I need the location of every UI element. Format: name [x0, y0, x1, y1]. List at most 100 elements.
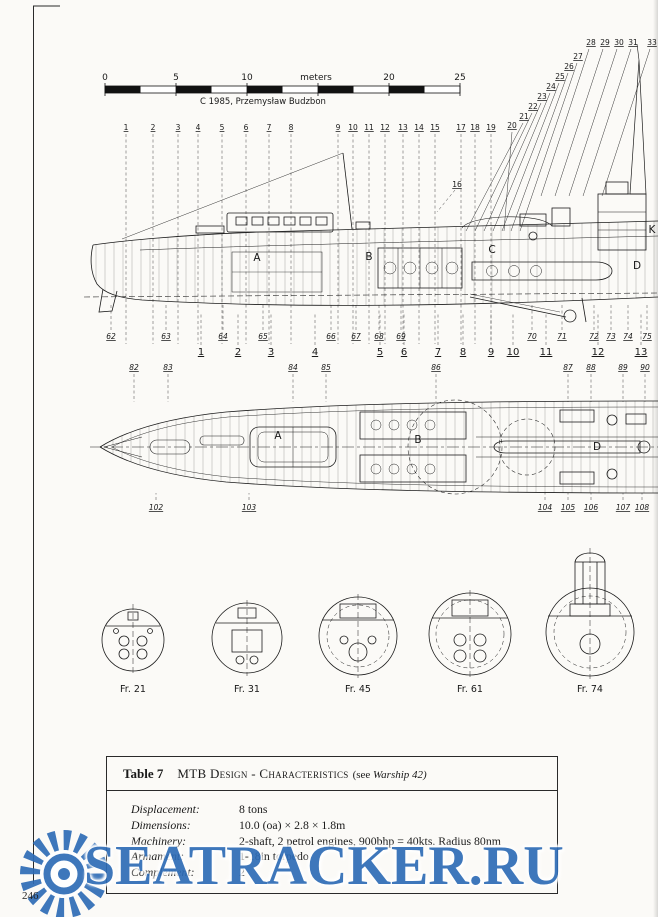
leader-line — [510, 72, 569, 232]
frame-number-label: 9 — [336, 123, 341, 132]
profile-callout-label: 71 — [557, 332, 567, 341]
propeller — [563, 309, 577, 323]
frame-number-label: 18 — [470, 123, 480, 132]
compartment-letter: A — [274, 430, 282, 442]
table-title: MTB Design - Characteristics — [177, 766, 349, 781]
frame-number-label: 27 — [573, 52, 583, 61]
rigging-leader-lines — [465, 48, 651, 232]
table-row-value: 2-shaft, 2 petrol engines, 900bhp = 40kt… — [239, 833, 501, 848]
leader-line — [540, 48, 590, 197]
profile-callout-label: 74 — [623, 332, 633, 341]
station-number-label: 1 — [198, 347, 204, 358]
table-row: Armament:1-18in torpedo — [131, 849, 543, 865]
leader-line — [501, 82, 560, 232]
compartment-letter: A — [253, 252, 261, 264]
engine-port — [359, 411, 467, 440]
cross-sections — [101, 548, 635, 679]
scan-edge-shadow — [653, 0, 658, 917]
station-number-label: 7 — [435, 347, 441, 358]
compartment-letter: B — [414, 434, 421, 446]
leader-line — [474, 112, 533, 232]
station-number-label: 9 — [488, 347, 494, 358]
rudder — [98, 288, 118, 313]
frame-number-label: 10 — [348, 123, 358, 132]
scale-tick-label: 5 — [173, 73, 179, 83]
plan-callout-label: 106 — [584, 503, 599, 512]
table-row: Machinery: 2-shaft, 2 petrol engines, 900… — [131, 834, 543, 850]
plan-callout-label: 102 — [149, 503, 164, 512]
propeller-shaft — [469, 296, 567, 318]
leader-line — [601, 48, 651, 197]
plan-callout-label: 83 — [163, 363, 173, 372]
leader-line — [503, 131, 513, 232]
frame-number-label: 15 — [430, 123, 440, 132]
frame-number-label: 14 — [414, 123, 424, 132]
plan-callout-label: 107 — [616, 503, 631, 512]
cross-section-label: Fr. 21 — [120, 684, 146, 695]
table-row-value: 10.0 (oa) × 2.8 × 1.8m — [239, 817, 346, 832]
table-row: Displacement:8 tons — [131, 802, 543, 818]
table-row-label: Dimensions: — [131, 817, 191, 832]
plan-callout-label: 85 — [321, 363, 331, 372]
table-row: Dimensions: 10.0 (oa) × 2.8 × 1.8m — [131, 818, 543, 834]
frame-number-label: 22 — [528, 102, 538, 111]
leader-line — [554, 48, 604, 197]
table-row: Complement:2 — [131, 865, 543, 881]
scale-bar — [104, 83, 461, 96]
page-number: 246 — [22, 890, 39, 902]
frame-number-label: 5 — [220, 123, 225, 132]
plan-callout-label: 104 — [538, 503, 553, 512]
table-label: Table 7 — [123, 766, 164, 781]
frame-number-label: 24 — [546, 82, 556, 91]
table-title-row: Table 7 MTB Design - Characteristics (see … — [107, 757, 557, 791]
cross-section-fr31 — [211, 600, 283, 676]
cross-section-fr74 — [545, 548, 635, 679]
plan-callout-label: 90 — [640, 363, 650, 372]
frame-number-label: 11 — [364, 123, 374, 132]
table-note-prefix: (see — [352, 769, 374, 781]
cross-section-fr45 — [318, 594, 398, 678]
torpedo — [471, 261, 613, 281]
frame-number-label: 17 — [456, 123, 466, 132]
frame-number-label: 1 — [124, 123, 129, 132]
frame-number-label: 13 — [398, 123, 408, 132]
scale-tick-label: 25 — [454, 73, 465, 83]
leader-line — [483, 102, 542, 232]
frame-number-label: 19 — [486, 123, 496, 132]
profile-callout-label: 73 — [606, 332, 616, 341]
frame-number-label: 30 — [614, 38, 624, 47]
compartment-letter: C — [488, 244, 495, 256]
torpedo-plan — [493, 440, 641, 454]
table-row-label: Displacement: — [131, 802, 200, 816]
cross-section-label: Fr. 61 — [457, 684, 483, 695]
cabin — [226, 212, 334, 233]
dashed-leader-lines — [110, 134, 648, 500]
frame-number-label: 3 — [176, 123, 181, 132]
compartment-letter: D — [593, 441, 601, 453]
station-number-label: 11 — [540, 347, 553, 358]
frame-number-label: 23 — [537, 92, 547, 101]
profile-view — [83, 43, 658, 323]
table-row-label: Complement: — [131, 865, 195, 880]
plan-callout-label: 84 — [288, 363, 298, 372]
frame-number-label: 6 — [244, 123, 249, 132]
table-title-note: (see Warship 42) — [353, 769, 427, 781]
plan-callout-label: 88 — [586, 363, 596, 372]
frame-number-label: 29 — [600, 38, 610, 47]
station-number-label: 2 — [235, 347, 241, 358]
station-number-label: 12 — [592, 347, 605, 358]
mast-callout-label: 16 — [452, 180, 462, 189]
profile-callout-label: 63 — [161, 332, 171, 341]
table-row-label: Machinery: — [131, 833, 187, 848]
frame-number-label: 26 — [564, 62, 574, 71]
plan-callout-label: 87 — [563, 363, 573, 372]
leader-line — [582, 48, 632, 197]
